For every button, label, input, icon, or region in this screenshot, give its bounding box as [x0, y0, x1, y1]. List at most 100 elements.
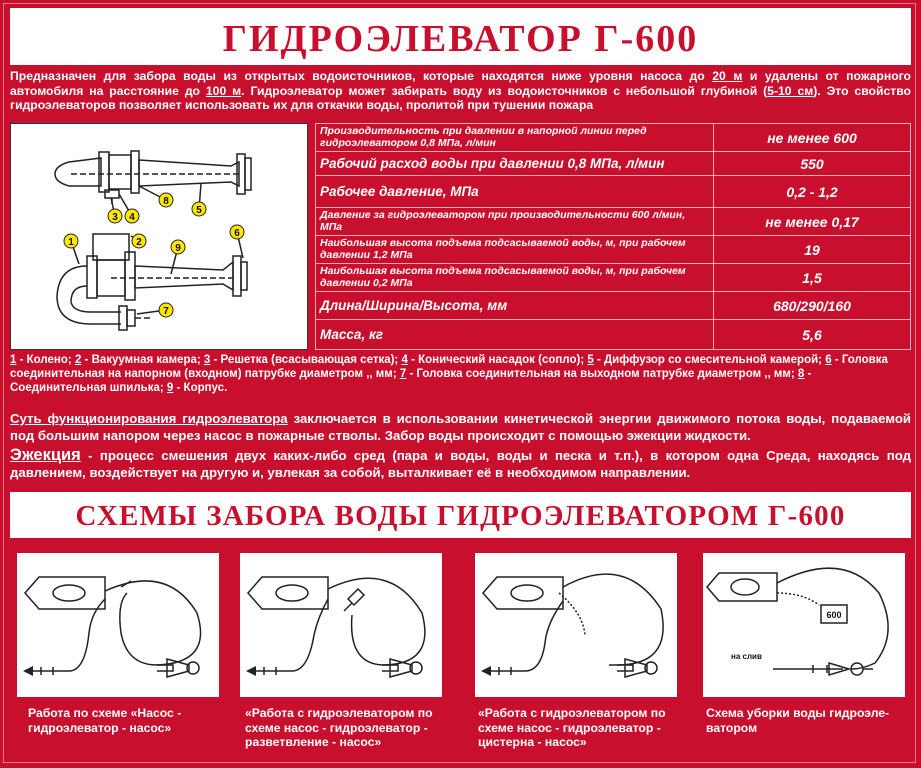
legend-number: 1 — [10, 354, 17, 366]
callout-marker: 3 — [107, 208, 123, 224]
poster-frame — [3, 3, 916, 763]
spec-label: Длина/Ширина/Высота, мм — [316, 292, 714, 319]
scheme-3-diagram — [475, 553, 677, 697]
legend-text: - Вакуумная камера; — [81, 354, 204, 366]
spec-label: Рабочий расход воды при давлении 0,8 МПа… — [316, 152, 714, 175]
callout-marker: 8 — [158, 192, 174, 208]
spec-value: 680/290/160 — [773, 297, 851, 314]
spec-label: Рабочее давление, МПа — [316, 176, 714, 207]
spec-label: Масса, кг — [316, 320, 714, 349]
callout-label: 9 — [175, 243, 181, 254]
legend-text: - Решетка (всасывающая сетка); — [210, 354, 402, 366]
intro-text: Предназначен для забора воды из открытых… — [10, 69, 911, 113]
callout-label: 8 — [163, 196, 169, 207]
legend-number: 4 — [401, 354, 408, 366]
device-drawing-svg: 3 4 8 5 1 2 9 6 7 — [54, 150, 252, 331]
callout-label: 7 — [163, 306, 169, 317]
scheme-1-diagram — [17, 553, 219, 697]
section-title: СХЕМЫ ЗАБОРА ВОДЫ ГИДРОЭЛЕВАТОРОМ Г-600 — [75, 500, 846, 532]
scheme-3-caption: «Работа с гидроэлеватором по схеме насос… — [478, 706, 666, 749]
legend-text: - Головка соединительная на выходном пат… — [406, 368, 798, 381]
callout-marker: 1 — [63, 233, 79, 249]
essence-term: Суть функционирования гидроэлеватора — [10, 411, 288, 426]
spec-value: 1,5 — [802, 269, 822, 286]
spec-value: не менее 600 — [767, 129, 857, 146]
spec-row: Рабочее давление, МПа 0,2 - 1,2 — [316, 176, 910, 208]
callout-marker: 4 — [124, 208, 140, 224]
intro-part: . Гидроэлеватор может забирать воду из в… — [241, 83, 768, 98]
parts-legend: 1 - Колено; 2 - Вакуумная камера; 3 - Ре… — [10, 353, 911, 396]
legend-text: - Головка соединительная на напорном (вх… — [10, 354, 888, 381]
legend-number: 2 — [74, 354, 82, 366]
legend-number: 6 — [825, 354, 832, 366]
callout-label: 3 — [112, 212, 118, 223]
callout-label: 5 — [196, 205, 202, 216]
ejection-term: Эжекция — [10, 446, 81, 464]
callout-marker: 9 — [170, 239, 186, 255]
callout-label: 2 — [136, 237, 142, 248]
legend-text: - Конический насадок (сопло); — [407, 354, 588, 366]
intro-part: и удалены от пожарного автомобиля на рас… — [10, 69, 911, 98]
spec-row: Длина/Ширина/Высота, мм 680/290/160 — [316, 292, 910, 320]
spec-row: Масса, кг 5,6 — [316, 320, 910, 349]
callout-label: 1 — [68, 237, 74, 248]
spec-label: Наибольшая высота подъема подсасываемой … — [316, 264, 714, 291]
scheme-2-diagram — [240, 553, 442, 697]
spec-row: Наибольшая высота подъема подсасываемой … — [316, 264, 910, 292]
intro-part: ). Это свойство гидроэлеваторов позволяе… — [10, 83, 911, 113]
callout-marker: 5 — [191, 201, 207, 217]
title-banner: ГИДРОЭЛЕВАТОР Г-600 — [10, 8, 911, 65]
subtitle-banner: СХЕМЫ ЗАБОРА ВОДЫ ГИДРОЭЛЕВАТОРОМ Г-600 — [10, 492, 911, 538]
callout-label: 6 — [234, 228, 240, 239]
spec-row: Производительность при давлении в напорн… — [316, 124, 910, 152]
intro-depth: 20 м — [712, 69, 743, 83]
spec-label: Наибольшая высота подъема подсасываемой … — [316, 236, 714, 263]
legend-text: - Диффузор со смесительной камерой; — [593, 354, 826, 366]
specs-table: Производительность при давлении в напорн… — [315, 123, 911, 350]
spec-row: Давление за гидроэлеватором при производ… — [316, 208, 910, 236]
spec-row: Наибольшая высота подъема подсасываемой … — [316, 236, 910, 264]
scheme-4-svg: 600 на слив — [706, 567, 889, 677]
scheme-2-caption: «Работа с гидроэлеватором по схеме насос… — [245, 706, 433, 749]
legend-number: 7 — [399, 368, 407, 381]
scheme-1-caption: Работа по схеме «Насос - гидроэлеватор -… — [28, 706, 182, 735]
side-view — [56, 233, 248, 331]
scheme-4-caption: Схема уборки воды гидроэле-ватором — [706, 706, 890, 735]
legend-text: - Колено; — [16, 354, 75, 366]
drain-label: на слив — [731, 652, 762, 661]
callout-marker: 6 — [229, 224, 245, 240]
legend-text: - Соединительная шпилька; — [10, 368, 812, 395]
spec-value: 19 — [804, 241, 820, 258]
spec-value: 0,2 - 1,2 — [786, 183, 838, 200]
scheme-4-diagram: 600 на слив — [703, 553, 905, 697]
page-title: ГИДРОЭЛЕВАТОР Г-600 — [222, 18, 699, 60]
legend-number: 8 — [797, 368, 805, 381]
scheme-2-svg — [246, 576, 426, 678]
scheme-1-svg — [23, 576, 202, 678]
ejection-text: - процесс смешения двух каких-либо сред … — [10, 448, 911, 480]
ejection-paragraph: Эжекция - процесс смешения двух каких-ли… — [10, 447, 911, 481]
spec-value: не менее 0,17 — [765, 213, 859, 230]
spec-value: 550 — [800, 155, 824, 172]
intro-part: Предназначен для забора воды из открытых… — [10, 69, 713, 83]
tank-label: 600 — [826, 610, 841, 620]
callout-marker: 7 — [158, 302, 174, 318]
top-view — [54, 150, 252, 204]
essence-paragraph: Суть функционирования гидроэлеватора зак… — [10, 410, 911, 445]
spec-value: 5,6 — [802, 326, 822, 343]
essence-text: заключается в использовании кинетической… — [10, 411, 911, 444]
callout-marker: 2 — [131, 233, 147, 249]
callout-label: 4 — [129, 212, 135, 223]
scheme-3-svg — [481, 573, 664, 678]
intro-distance: 100 м — [205, 83, 242, 98]
legend-text: - Корпус. — [173, 382, 228, 395]
spec-row: Рабочий расход воды при давлении 0,8 МПа… — [316, 152, 910, 176]
legend-number: 5 — [587, 354, 594, 366]
intro-shallow-depth: 5-10 см — [767, 83, 814, 98]
legend-number: 3 — [203, 354, 211, 366]
callouts: 3 4 8 5 1 2 9 6 7 — [63, 183, 245, 318]
spec-label: Производительность при давлении в напорн… — [316, 124, 714, 151]
device-drawing: 3 4 8 5 1 2 9 6 7 — [10, 123, 308, 350]
legend-number: 9 — [166, 382, 174, 395]
